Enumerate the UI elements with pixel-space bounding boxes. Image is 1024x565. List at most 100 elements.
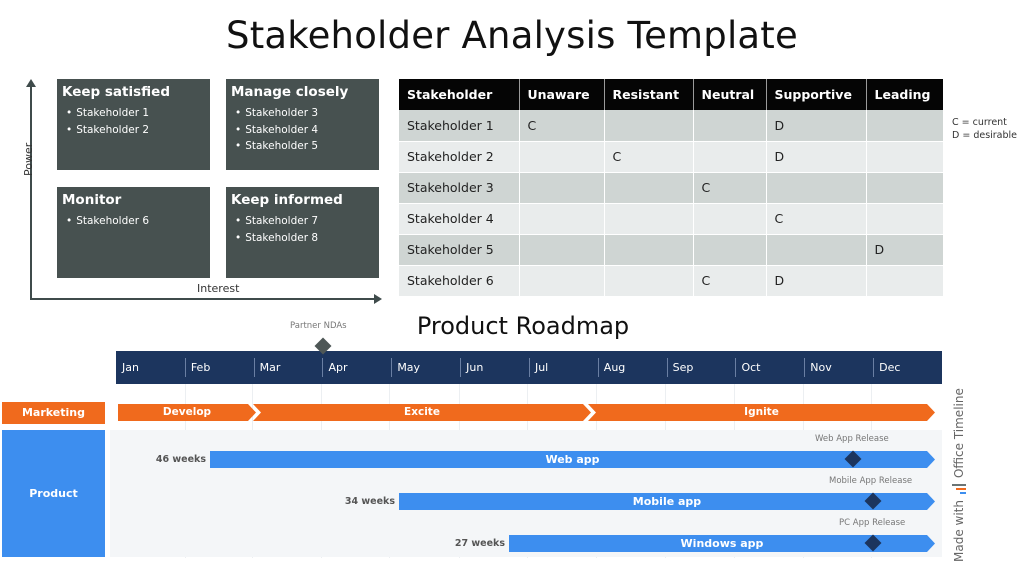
month-label: Dec bbox=[873, 351, 942, 384]
table-cell bbox=[693, 141, 767, 173]
task-duration: 34 weeks bbox=[344, 496, 395, 507]
milestone-label: Partner NDAs bbox=[290, 321, 347, 331]
table-row: Stakeholder 4 C bbox=[399, 203, 944, 235]
table-cell bbox=[866, 141, 944, 173]
table-row: Stakeholder 1 C D bbox=[399, 110, 944, 142]
month-label: Jun bbox=[460, 351, 529, 384]
table-cell: Stakeholder 2 bbox=[399, 141, 520, 173]
quadrant-item: Stakeholder 8 bbox=[231, 230, 374, 247]
task-bar-mobile-app: Mobile app bbox=[399, 493, 935, 510]
credit-brand: Office Timeline bbox=[952, 388, 966, 479]
task-duration: 27 weeks bbox=[454, 538, 505, 549]
page-title: Stakeholder Analysis Template bbox=[226, 14, 798, 57]
quadrant-item: Stakeholder 2 bbox=[62, 122, 205, 139]
interest-axis-label: Interest bbox=[197, 282, 240, 295]
phase-ignite: Ignite bbox=[588, 404, 935, 421]
month-label: Apr bbox=[322, 351, 391, 384]
table-cell bbox=[693, 110, 767, 142]
table-row: Stakeholder 5 D bbox=[399, 234, 944, 266]
column-header: Resistant bbox=[604, 79, 694, 110]
table-cell: C bbox=[604, 141, 694, 173]
table-cell bbox=[519, 234, 605, 266]
month-label: Mar bbox=[253, 351, 323, 384]
table-row: Stakeholder 2 C D bbox=[399, 141, 944, 173]
table-cell bbox=[519, 265, 605, 297]
column-header: Stakeholder bbox=[399, 79, 520, 110]
arrow-up-icon bbox=[26, 79, 36, 87]
column-header: Supportive bbox=[766, 79, 867, 110]
table-cell bbox=[604, 110, 694, 142]
month-label: Jul bbox=[528, 351, 598, 384]
task-bar-web-app: Web app bbox=[210, 451, 935, 468]
month-label: Sep bbox=[666, 351, 736, 384]
office-timeline-logo-icon bbox=[952, 484, 966, 495]
quadrant-item: Stakeholder 7 bbox=[231, 213, 374, 230]
table-cell: C bbox=[693, 265, 767, 297]
phase-develop: Develop bbox=[118, 404, 256, 421]
swimlane-marketing: Marketing bbox=[2, 402, 105, 424]
made-with-credit: Made with Office Timeline bbox=[952, 388, 966, 562]
column-header: Leading bbox=[866, 79, 943, 110]
quadrant-item: Stakeholder 4 bbox=[231, 122, 374, 139]
swimlane-product: Product bbox=[2, 430, 105, 557]
task-bar-windows-app: Windows app bbox=[509, 535, 935, 552]
table-cell bbox=[866, 203, 944, 235]
milestone-label: Mobile App Release bbox=[829, 476, 913, 486]
table-row: Stakeholder 6 C D bbox=[399, 265, 944, 297]
task-duration: 46 weeks bbox=[155, 454, 206, 465]
legend-desirable: D = desirable bbox=[952, 130, 1018, 141]
quadrant-title: Keep informed bbox=[231, 192, 343, 208]
month-label: Aug bbox=[597, 351, 667, 384]
table-cell bbox=[693, 234, 767, 266]
table-cell bbox=[866, 110, 944, 142]
column-header: Neutral bbox=[693, 79, 767, 110]
table-cell: C bbox=[693, 172, 767, 204]
roadmap-title: Product Roadmap bbox=[416, 312, 630, 340]
table-cell: Stakeholder 3 bbox=[399, 172, 520, 204]
month-label: Oct bbox=[735, 351, 804, 384]
table-cell: D bbox=[766, 141, 867, 173]
table-cell bbox=[866, 172, 944, 204]
month-label: Jan bbox=[122, 361, 139, 374]
phase-excite: Excite bbox=[253, 404, 591, 421]
table-legend: C = current D = desirable bbox=[952, 116, 1017, 142]
quadrant-item: Stakeholder 1 bbox=[62, 105, 205, 122]
table-cell: Stakeholder 1 bbox=[399, 110, 520, 142]
table-cell: Stakeholder 6 bbox=[399, 265, 520, 297]
interest-axis bbox=[30, 298, 376, 300]
milestone-label: Web App Release bbox=[815, 434, 889, 444]
table-cell bbox=[604, 265, 694, 297]
table-cell bbox=[604, 172, 694, 204]
table-cell: D bbox=[766, 110, 867, 142]
quadrant-title: Keep satisfied bbox=[62, 84, 170, 100]
table-cell bbox=[604, 203, 694, 235]
column-header: Unaware bbox=[519, 79, 605, 110]
table-cell: C bbox=[766, 203, 867, 235]
table-cell bbox=[519, 172, 605, 204]
table-cell: Stakeholder 4 bbox=[399, 203, 520, 235]
month-header: Jan Feb Mar Apr May Jun Jul Aug Sep Oct … bbox=[116, 351, 942, 384]
quadrant-keep-informed: Keep informed Stakeholder 7 Stakeholder … bbox=[226, 187, 379, 278]
power-axis bbox=[30, 84, 32, 300]
table-cell bbox=[766, 172, 867, 204]
table-cell: Stakeholder 5 bbox=[399, 234, 520, 266]
month-label: Nov bbox=[804, 351, 873, 384]
table-cell bbox=[519, 141, 605, 173]
quadrant-item: Stakeholder 3 bbox=[231, 105, 374, 122]
table-cell bbox=[519, 203, 605, 235]
quadrant-keep-satisfied: Keep satisfied Stakeholder 1 Stakeholder… bbox=[57, 79, 210, 170]
milestone-label: PC App Release bbox=[839, 518, 906, 528]
table-cell: C bbox=[519, 110, 605, 142]
month-label: May bbox=[391, 351, 460, 384]
table-cell: D bbox=[866, 234, 944, 266]
month-label: Feb bbox=[184, 351, 254, 384]
table-row: Stakeholder 3 C bbox=[399, 172, 944, 204]
quadrant-monitor: Monitor Stakeholder 6 bbox=[57, 187, 210, 278]
table-cell bbox=[604, 234, 694, 266]
table-cell bbox=[766, 234, 867, 266]
table-header-row: Stakeholder Unaware Resistant Neutral Su… bbox=[399, 79, 943, 110]
legend-current: C = current bbox=[952, 117, 1007, 128]
credit-prefix: Made with bbox=[952, 500, 966, 562]
quadrant-item: Stakeholder 5 bbox=[231, 138, 374, 155]
arrow-right-icon bbox=[374, 294, 382, 304]
